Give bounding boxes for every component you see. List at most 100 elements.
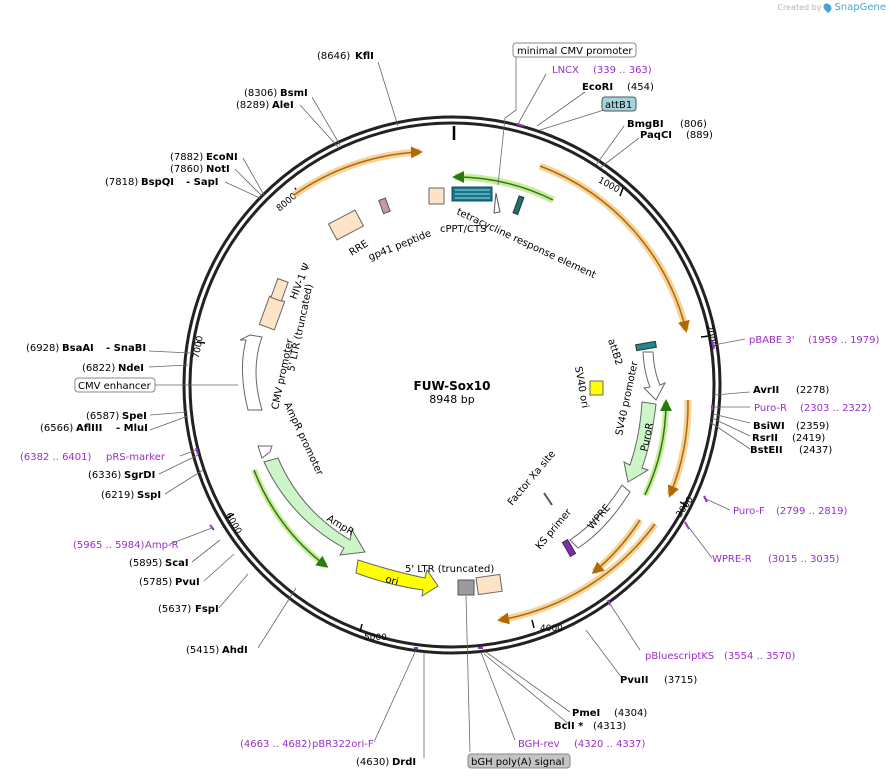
enz-drdi-pos: (4630) (356, 757, 389, 768)
cmv-promoter-arrow (239, 334, 263, 411)
sv40-promoter-arrow (642, 351, 667, 401)
enz-scai: ScaI (165, 558, 189, 569)
credit-brand: SnapGene (834, 2, 886, 13)
enz-paqci: PaqCI (640, 130, 672, 141)
ltr-right-box (475, 573, 503, 596)
primer-lncx: LNCX (552, 65, 579, 76)
enz-spei-pos: (6587) (86, 411, 119, 422)
enz-bsmi: BsmI (280, 88, 308, 99)
enz-ecori-pos: (454) (627, 82, 654, 93)
gp41-peptide-box (378, 197, 391, 215)
primer-amp-r-range: (5965 .. 5984) (73, 540, 145, 551)
enz-rsrii: RsrII (752, 433, 778, 444)
tick-label-7000: 7000 (192, 335, 206, 360)
rre-box (327, 209, 365, 241)
feature-attb2: attB2 (605, 338, 624, 367)
primer-bgh-rev-range: (4320 .. 4337) (574, 739, 646, 750)
enz-kfli: KflI (355, 51, 374, 62)
enz-ndei-pos: (6822) (82, 363, 115, 374)
primer-pbluescriptks-range: (3554 .. 3570) (724, 651, 796, 662)
primer-puro-f-range: (2799 .. 2819) (776, 506, 848, 517)
enz-drdi: DrdI (392, 757, 416, 768)
enz-sspi-pos: (6219) (101, 490, 134, 501)
primer-pbr322ori-f-range: (4663 .. 4682) (240, 739, 312, 750)
cmv-enhancer-box (74, 377, 156, 393)
feature-cppt-cts: cPPT/CTS (440, 224, 486, 235)
enz-bcli-pos: (4313) (593, 721, 626, 732)
enz-bspqi-pos: (7818) (105, 177, 138, 188)
enz-bsteii-pos: (2437) (799, 445, 832, 456)
enz-bsiwi-pos: (2359) (796, 421, 829, 432)
primer-prs-marker-range: (6382 .. 6401) (20, 452, 92, 463)
enz-alei: AleI (272, 100, 294, 111)
primer-prs-marker: pRS-marker (106, 452, 166, 463)
cyan-marker-shape (512, 195, 525, 216)
bgh-polya-signal-label: bGH poly(A) signal (471, 757, 564, 768)
ampr-arrow (263, 457, 366, 556)
enz-paqci-pos: (889) (686, 130, 713, 141)
minimal-cmv-promoter-label: minimal CMV promoter (517, 46, 633, 57)
enz-afliii: AflIII (76, 423, 102, 434)
primer-pbr322ori-f: pBR322ori-F (312, 739, 374, 750)
enz-bcli: BclI * (554, 721, 584, 732)
primer-pbabe3: pBABE 3' (749, 335, 795, 346)
tick-label-3000: 3000 (675, 495, 696, 520)
enz-pvui-pos: (5785) (139, 577, 172, 588)
enz-avrii-pos: (2278) (796, 385, 829, 396)
enz-avrii: AvrII (753, 385, 779, 396)
enz-bmgbi-pos: (806) (680, 119, 707, 130)
enz-bspqi: BspQI (141, 177, 174, 188)
enz-sapi: - SapI (186, 177, 218, 188)
enz-noti: NotI (206, 164, 230, 175)
enz-pvui: PvuI (175, 577, 200, 588)
tick-label-1000: 1000 (596, 176, 621, 196)
feature-sv40-ori: SV40 ori (572, 366, 590, 409)
enz-bsaai-pos: (6928) (26, 343, 59, 354)
primer-puro-f: Puro-F (733, 506, 765, 517)
primer-wpre-r: WPRE-R (712, 554, 752, 565)
plasmid-size: 8948 bp (429, 393, 474, 406)
enz-pmei-pos: (4304) (614, 708, 647, 719)
enz-ahdi-pos: (5415) (186, 645, 219, 656)
feature-ori: ori (384, 574, 399, 588)
enz-bsteii: BstEII (750, 445, 783, 456)
wpre-shape (569, 484, 631, 549)
primer-wpre-r-range: (3015 .. 3035) (768, 554, 840, 565)
feature-sv40-promoter: SV40 promoter (614, 360, 641, 437)
enz-afliii-pos: (6566) (40, 423, 73, 434)
enz-sgrdi: SgrDI (124, 470, 155, 481)
primer-pbabe3-range: (1959 .. 1979) (808, 335, 880, 346)
enz-pvuii: PvuII (620, 675, 648, 686)
enz-bsaai: BsaAI (62, 343, 94, 354)
bgh-polya-signal-box (467, 753, 571, 769)
feature-cmv-promoter: CMV promoter (270, 337, 296, 411)
attb1-box (601, 96, 637, 112)
plasmid-title: FUW-Sox10 (414, 379, 491, 393)
attb1-label: attB1 (605, 100, 632, 111)
sv40-ori-box (589, 380, 604, 396)
feature-arc-top-left (291, 148, 421, 198)
enz-snabi: - SnaBI (106, 343, 146, 354)
primer-amp-r: Amp-R (145, 540, 179, 551)
enz-bmgbi: BmgBI (627, 119, 664, 130)
enz-bsmi-pos: (8306) (244, 88, 277, 99)
credit-prefix: Created by (777, 3, 822, 12)
tick-label-4000: 4000 (540, 624, 563, 634)
puror-arrow (623, 401, 657, 483)
ampr-promoter-arrow (257, 445, 273, 459)
enz-fspi-pos: (5637) (158, 604, 191, 615)
factor-xa-site-mark (543, 492, 553, 506)
feature-gp41-peptide: gp41 peptide (367, 228, 433, 263)
enz-ahdi: AhdI (222, 645, 248, 656)
primer-puro-r: Puro-R (754, 403, 787, 414)
hiv-psi-box (270, 277, 289, 302)
tick-label-2000: 2000 (703, 324, 717, 349)
enz-scai-pos: (5895) (129, 558, 162, 569)
feature-ampr-promoter: AmpR promoter (281, 401, 325, 478)
enz-alei-pos: (8289) (236, 100, 269, 111)
enz-fspi: FspI (195, 604, 219, 615)
enz-econi-pos: (7882) (170, 152, 203, 163)
primer-pbluescriptks: pBluescriptKS (645, 651, 714, 662)
primer-puro-r-range: (2303 .. 2322) (800, 403, 872, 414)
